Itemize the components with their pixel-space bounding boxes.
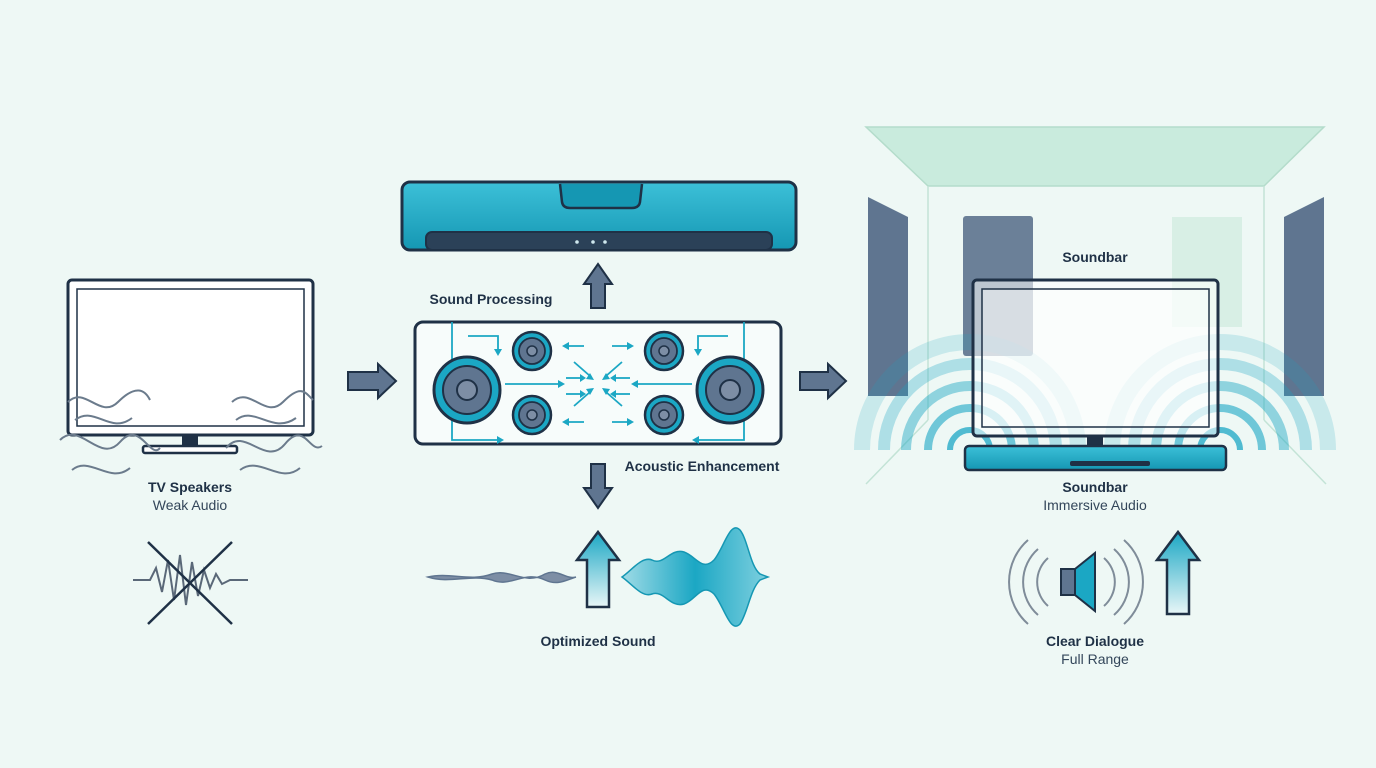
processing-unit: [413, 320, 783, 446]
volume-speaker-icon: [1008, 539, 1144, 625]
optimized-sound-label: Optimized Sound: [540, 633, 655, 649]
weak-sound-wave-left: [59, 389, 161, 475]
clear-dialogue-title: Clear Dialogue: [1046, 633, 1144, 649]
tv-icon: [66, 278, 315, 455]
room-scene: Soundbar Soundbar Immersive Audio: [854, 126, 1336, 513]
sound-wave-icon: [620, 527, 771, 627]
tv-speakers-subtitle: Weak Audio: [153, 497, 228, 513]
arrow-up-icon: [582, 262, 614, 309]
speaker-driver-icon: [511, 394, 553, 436]
sound-wave-icon: [425, 571, 577, 584]
speaker-driver-icon: [432, 355, 502, 425]
soundbar-icon: [400, 180, 798, 252]
result-soundbar-subtitle: Immersive Audio: [1043, 497, 1147, 513]
result-soundbar-title: Soundbar: [1062, 479, 1128, 495]
room-speaker-left: [868, 197, 908, 396]
clear-dialogue-subtitle: Full Range: [1061, 651, 1129, 667]
speaker-driver-icon: [643, 330, 685, 372]
weak-sound-wave-right: [225, 390, 323, 475]
room-speaker-right: [1284, 197, 1324, 396]
speaker-driver-icon: [511, 330, 553, 372]
speaker-driver-icon: [695, 355, 765, 425]
tv-speakers-title: TV Speakers: [148, 479, 232, 495]
arrow-down-icon: [582, 463, 614, 510]
arrow-right-icon: [799, 361, 848, 401]
room-soundbar-label: Soundbar: [1062, 249, 1128, 265]
soundbar-icon: [963, 444, 1228, 472]
soundbar-top: [400, 180, 798, 252]
sound-processing-label: Sound Processing: [430, 291, 553, 307]
arrow-right-icon: [347, 361, 398, 401]
tv-speakers-panel: TV Speakers Weak Audio: [59, 278, 323, 625]
speaker-driver-icon: [643, 394, 685, 436]
arrow-up-icon: [574, 529, 622, 609]
cross-icon: [133, 541, 248, 625]
arrow-up-icon: [1154, 529, 1202, 616]
acoustic-enhancement-label: Acoustic Enhancement: [625, 458, 780, 474]
tv-icon: [971, 278, 1220, 448]
